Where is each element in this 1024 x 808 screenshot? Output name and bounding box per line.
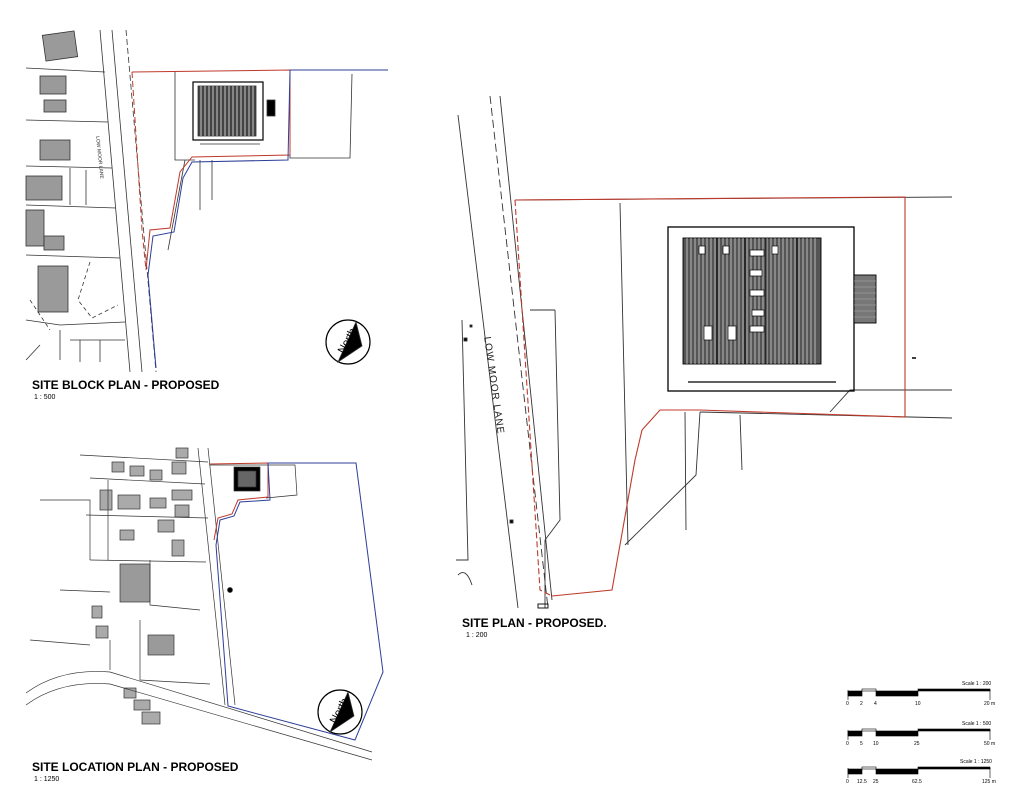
block-building	[25, 209, 45, 247]
location-blue-boundary	[215, 462, 384, 741]
site-proposed-roof	[682, 237, 822, 365]
scale-tick: 4	[874, 701, 877, 707]
block-building	[43, 235, 65, 251]
scale-tick: 0	[846, 701, 849, 707]
site-plan-drawing	[456, 95, 953, 609]
scale-tick: 0	[846, 741, 849, 747]
location-plan-drawing	[25, 447, 384, 761]
block-plan-title: SITE BLOCK PLAN - PROPOSED	[32, 378, 220, 392]
block-proposed-building	[192, 81, 264, 141]
scale-bar-label: Scale 1 : 1250	[960, 759, 992, 765]
scale-tick: 50 m	[984, 741, 996, 747]
scale-tick: 2	[860, 701, 863, 707]
scale-tick: 10	[915, 701, 921, 707]
scale-tick: 25	[873, 779, 879, 785]
site-plan-scale: 1 : 200	[466, 632, 488, 639]
scale-tick: 10	[873, 741, 879, 747]
scale-tick: 62.5	[912, 779, 922, 785]
block-building	[37, 265, 69, 313]
scale-bar-label: Scale 1 : 500	[962, 721, 992, 727]
block-building	[41, 30, 79, 62]
location-north-symbol	[317, 689, 363, 735]
scale-tick: 0	[846, 779, 849, 785]
block-building	[43, 99, 67, 113]
site-plan-title: SITE PLAN - PROPOSED.	[462, 616, 607, 630]
scale-tick: 20 m	[984, 701, 996, 707]
location-plan-title: SITE LOCATION PLAN - PROPOSED	[32, 760, 239, 774]
location-plan-scale: 1 : 1250	[34, 776, 60, 783]
scale-tick: 125 m	[982, 779, 996, 785]
scale-bars	[847, 688, 991, 778]
scale-bar-200	[847, 688, 991, 700]
site-red-boundary	[514, 196, 906, 597]
block-plan-drawing	[25, 29, 388, 373]
scale-bar-label: Scale 1 : 200	[962, 681, 992, 687]
block-building	[39, 139, 71, 161]
block-plan-scale: 1 : 500	[34, 394, 56, 401]
scale-bar-1250	[847, 766, 991, 778]
scale-tick: 5	[860, 741, 863, 747]
scale-bar-500	[847, 728, 991, 740]
scale-tick: 12.5	[857, 779, 867, 785]
scale-tick: 25	[914, 741, 920, 747]
block-building	[39, 75, 67, 95]
block-north-symbol	[325, 319, 371, 365]
block-building	[25, 175, 63, 201]
location-large-building	[119, 563, 151, 603]
